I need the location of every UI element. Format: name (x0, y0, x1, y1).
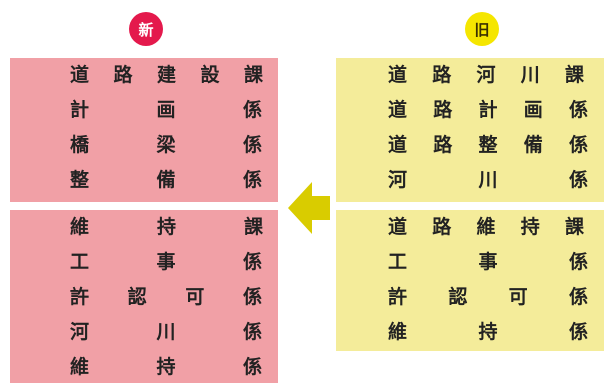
label-char: 画 (156, 98, 176, 121)
label-char: 認 (127, 285, 147, 308)
label-char: 梁 (156, 133, 176, 156)
label-char: 橋 (70, 133, 90, 156)
label-char: 課 (243, 215, 263, 238)
old-group2-head: 道路維持課 (388, 210, 584, 240)
label-char: 係 (568, 320, 588, 343)
label-char: 道 (388, 98, 408, 121)
old-group2-row: 工事係 (372, 245, 604, 275)
old-group1-row: 道路整備係 (372, 128, 604, 158)
new-badge: 新 (129, 12, 163, 46)
label-char: 持 (156, 355, 176, 378)
label-char: 持 (520, 215, 540, 238)
label-char: 工 (70, 250, 90, 273)
label-char: 路 (432, 215, 452, 238)
new-group2-row: 河川係 (49, 315, 278, 345)
label-char: 係 (568, 250, 588, 273)
label-char: 画 (523, 98, 543, 121)
label-char: 川 (520, 63, 540, 86)
label-char: 道 (388, 63, 408, 86)
label-char: 係 (242, 168, 262, 191)
arrow-left-icon (288, 182, 330, 234)
label-char: 係 (242, 98, 262, 121)
label-char: 係 (568, 133, 588, 156)
label-char: 路 (433, 133, 453, 156)
label-char: 持 (478, 320, 498, 343)
label-char: 許 (70, 285, 90, 308)
label-char: 道 (388, 215, 408, 238)
old-group1-row: 河川係 (372, 163, 604, 193)
label-char: 維 (70, 355, 90, 378)
label-char: 係 (568, 98, 588, 121)
label-char: 認 (448, 285, 468, 308)
label-char: 係 (242, 250, 262, 273)
label-char: 係 (242, 285, 262, 308)
label-char: 河 (476, 63, 496, 86)
label-char: 整 (478, 133, 498, 156)
label-char: 備 (156, 168, 176, 191)
new-group1-row: 計画係 (49, 93, 278, 123)
label-char: 計 (478, 98, 498, 121)
label-char: 維 (476, 215, 496, 238)
label-char: 河 (388, 168, 408, 191)
label-char: 維 (70, 215, 90, 238)
label-char: 係 (242, 133, 262, 156)
label-char: 川 (478, 168, 498, 191)
label-char: 事 (156, 250, 176, 273)
label-char: 係 (568, 168, 588, 191)
label-char: 道 (388, 133, 408, 156)
label-char: 河 (70, 320, 90, 343)
old-group2-row: 維持係 (372, 315, 604, 345)
label-char: 路 (433, 98, 453, 121)
new-group1-row: 橋梁係 (49, 128, 278, 158)
label-char: 工 (388, 250, 408, 273)
label-char: 路 (113, 63, 133, 86)
label-char: 課 (243, 63, 263, 86)
label-char: 課 (564, 215, 584, 238)
old-group2-row: 許認可係 (372, 280, 604, 310)
label-char: 事 (478, 250, 498, 273)
old-badge: 旧 (465, 12, 499, 46)
new-group2-row: 維持係 (49, 350, 278, 380)
label-char: 設 (200, 63, 220, 86)
label-char: 持 (156, 215, 176, 238)
new-group2-row: 工事係 (49, 245, 278, 275)
old-group1-row: 道路計画係 (372, 93, 604, 123)
label-char: 係 (568, 285, 588, 308)
label-char: 整 (70, 168, 90, 191)
label-char: 係 (242, 320, 262, 343)
new-group2-head: 維持課 (70, 210, 263, 240)
label-char: 備 (523, 133, 543, 156)
new-group2-row: 許認可係 (49, 280, 278, 310)
old-group1-head: 道路河川課 (388, 58, 584, 88)
label-char: 建 (156, 63, 176, 86)
label-char: 維 (388, 320, 408, 343)
new-group1-row: 整備係 (49, 163, 278, 193)
label-char: 道 (70, 63, 90, 86)
label-char: 課 (564, 63, 584, 86)
label-char: 路 (432, 63, 452, 86)
label-char: 可 (508, 285, 528, 308)
label-char: 許 (388, 285, 408, 308)
label-char: 計 (70, 98, 90, 121)
label-char: 係 (242, 355, 262, 378)
new-group1-head: 道路建 設課 (70, 58, 263, 88)
label-char: 川 (156, 320, 176, 343)
label-char: 可 (185, 285, 205, 308)
